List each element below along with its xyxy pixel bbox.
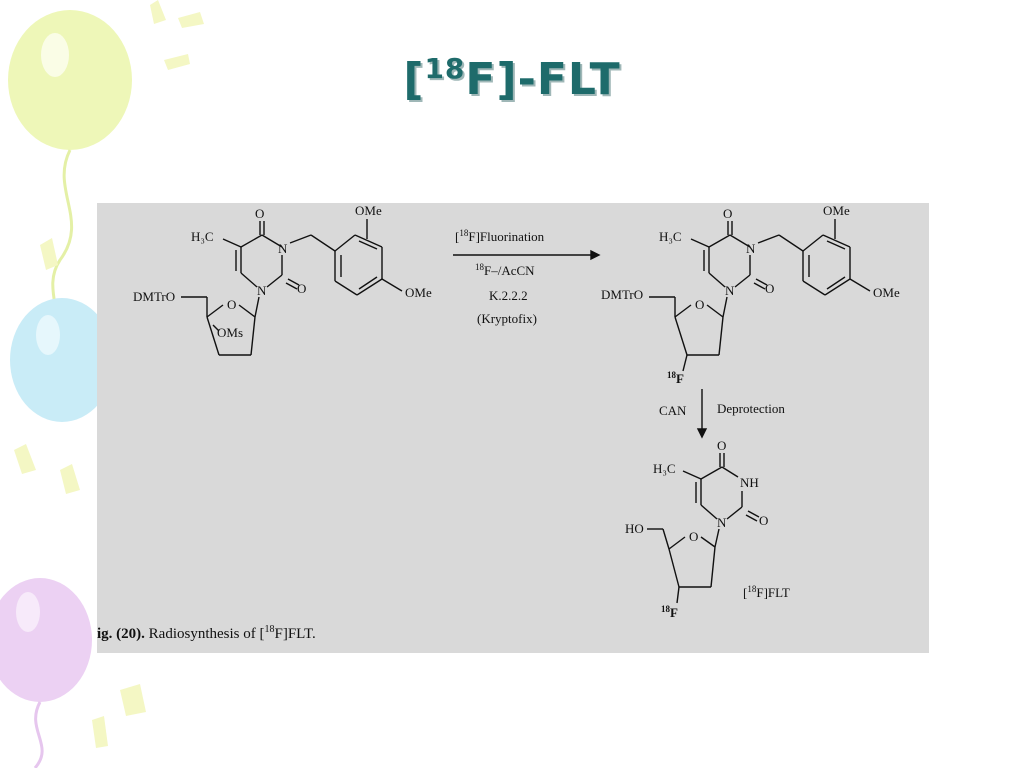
figure-caption: ig. (20). Radiosynthesis of [18F]FLT. [97, 624, 316, 643]
product-methyl: H₃C [653, 461, 676, 476]
product-hydroxyl: HO [625, 521, 644, 536]
caption-superscript: 18 [264, 624, 275, 635]
product-fluorine-18: 18F [661, 604, 678, 620]
deprotection-arrowhead [696, 428, 708, 439]
figure-number: ig. (20). [97, 626, 145, 642]
start-material-bonds [181, 219, 403, 356]
intermediate-fluorine-18: 18F [667, 370, 684, 386]
reaction-scheme: O H₃C N N O OMe OMe DMTrO O OMs [18F]Flu… [133, 203, 900, 620]
intermediate-carbonyl-right-o: O [765, 281, 774, 296]
deprotection-label: Deprotection [717, 401, 785, 416]
intermediate-dmtro: DMTrO [601, 287, 643, 302]
start-carbonyl-top-o: O [255, 206, 264, 221]
start-carbonyl-right-o: O [297, 281, 306, 296]
start-dmtro: DMTrO [133, 289, 175, 304]
kryptofix-code: K.2.2.2 [489, 288, 528, 303]
product-ring-o: O [689, 529, 698, 544]
intermediate-ome-top: OMe [823, 203, 850, 218]
reaction-scheme-panel: O H₃C N N O OMe OMe DMTrO O OMs [18F]Flu… [97, 203, 929, 653]
product-bonds [647, 453, 760, 604]
kryptofix-name: (Kryptofix) [477, 311, 537, 326]
intermediate-n3: N [746, 241, 756, 256]
product-carbonyl-right-o: O [759, 513, 768, 528]
start-ome-top: OMe [355, 203, 382, 218]
fluoride-reagent: 18F–/AcCN [475, 262, 535, 278]
fluorination-label: [18F]Fluorination [455, 228, 545, 244]
start-oms: OMs [217, 325, 243, 340]
product-name: [18F]FLT [743, 584, 790, 600]
intermediate-ring-o: O [695, 297, 704, 312]
balloon-pink [0, 578, 92, 768]
title-prefix: [ [403, 54, 425, 105]
can-reagent: CAN [659, 403, 687, 418]
slide-title: [18F]-FLT [0, 52, 1024, 105]
title-suffix: F]-FLT [465, 54, 621, 105]
start-ring-o: O [227, 297, 236, 312]
start-ome-right: OMe [405, 285, 432, 300]
caption-text-prefix: Radiosynthesis of [ [144, 626, 265, 642]
intermediate-methyl: H₃C [659, 229, 682, 244]
product-n1: N [717, 515, 727, 530]
start-n3: N [278, 241, 288, 256]
title-superscript: 18 [424, 52, 466, 85]
intermediate-n1: N [725, 283, 735, 298]
caption-text-suffix: F]FLT. [274, 626, 316, 642]
product-carbonyl-top-o: O [717, 438, 726, 453]
balloon-blue [10, 298, 114, 422]
fluorination-arrowhead [590, 249, 601, 261]
sparkle-rays [14, 0, 204, 748]
intermediate-bonds [649, 219, 871, 372]
product-nh: NH [740, 475, 759, 490]
start-methyl: H₃C [191, 229, 214, 244]
intermediate-ome-right: OMe [873, 285, 900, 300]
intermediate-carbonyl-top-o: O [723, 206, 732, 221]
start-n1: N [257, 283, 267, 298]
